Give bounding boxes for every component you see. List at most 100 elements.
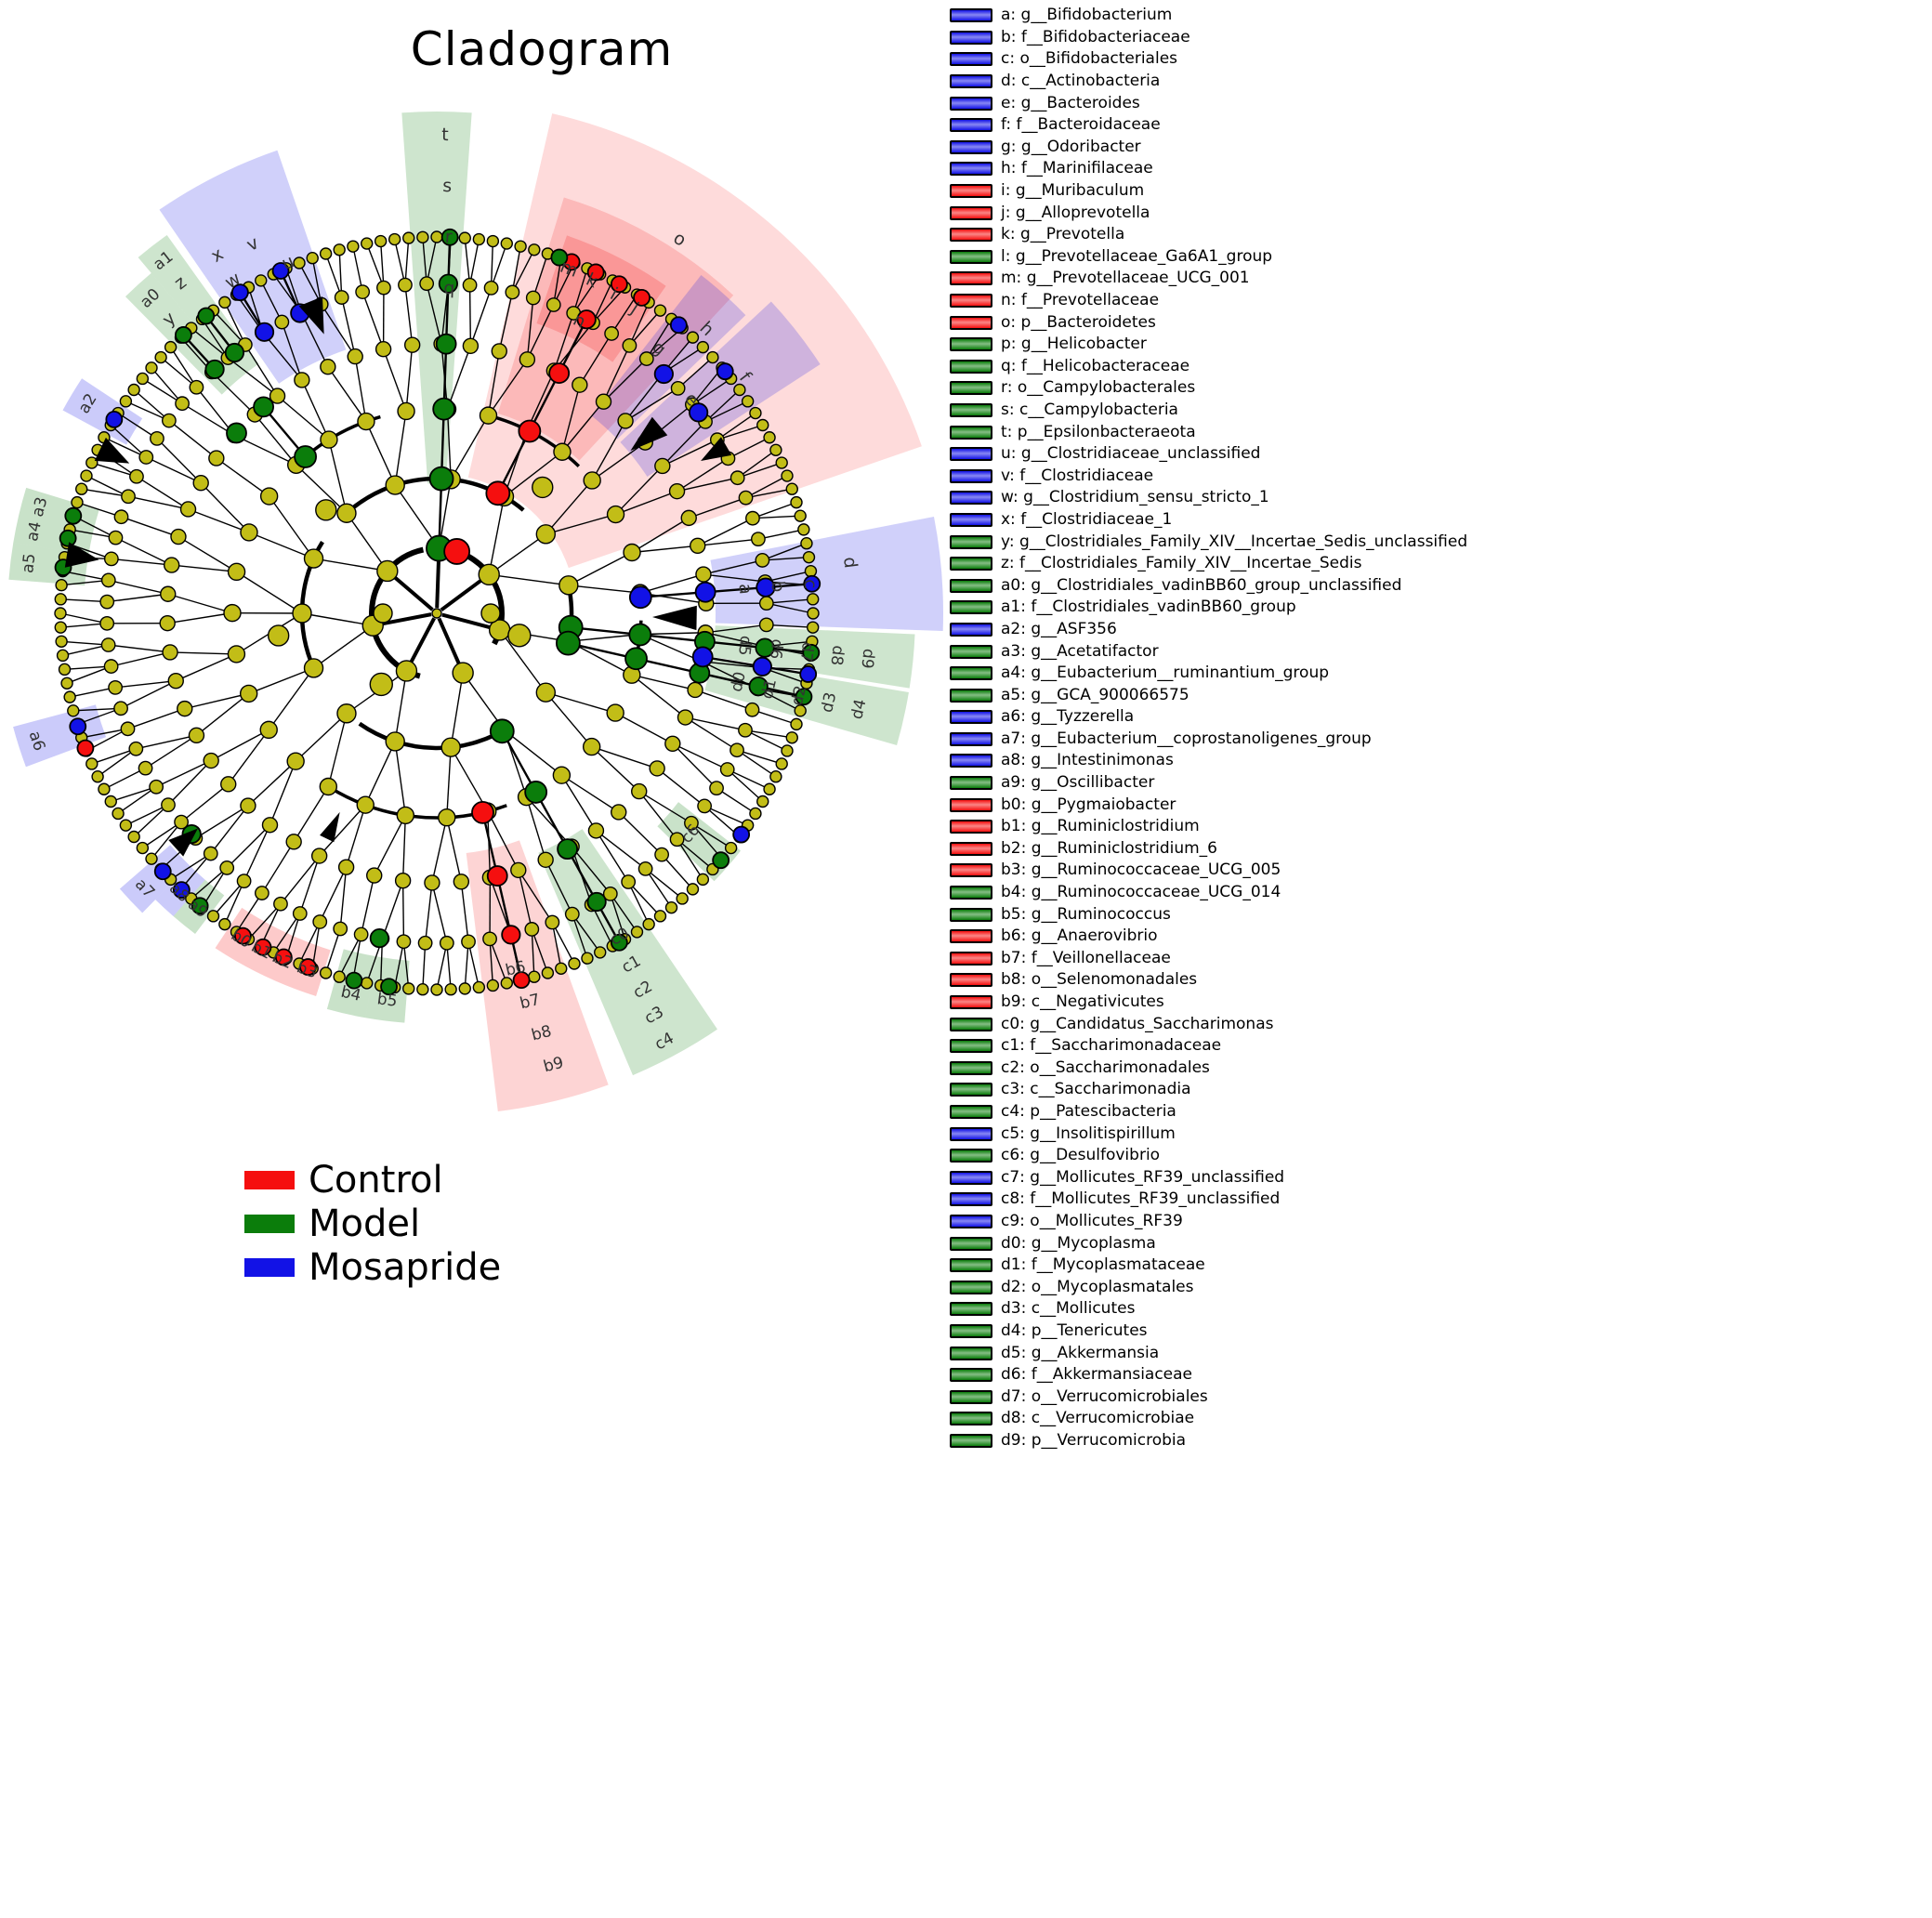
taxa-legend-label: u: g__Clostridiaceae_unclassified	[1001, 444, 1261, 464]
taxa-legend-item: b5: g__Ruminococcus	[950, 903, 1467, 926]
taxa-legend-label: a3: g__Acetatifactor	[1001, 641, 1159, 661]
taxa-legend-label: c9: o__Mollicutes_RF39	[1001, 1211, 1183, 1230]
taxa-color-swatch	[950, 1236, 992, 1251]
taxa-legend-item: c8: f__Mollicutes_RF39_unclassified	[950, 1189, 1467, 1211]
taxa-legend-item: t: p__Epsilonbacteraeota	[950, 421, 1467, 443]
taxa-color-swatch	[950, 359, 992, 374]
taxa-legend-item: a9: g__Oscillibacter	[950, 772, 1467, 795]
group-legend-label: Model	[309, 1202, 421, 1245]
taxa-color-swatch	[950, 1214, 992, 1228]
taxa-color-swatch	[950, 731, 992, 746]
taxa-legend-item: a0: g__Clostridiales_vadinBB60_group_unc…	[950, 574, 1467, 597]
taxa-legend-label: d1: f__Mycoplasmataceae	[1001, 1255, 1205, 1275]
taxon-ring-label: d5	[734, 635, 755, 657]
taxa-legend-item: d2: o__Mycoplasmatales	[950, 1276, 1467, 1298]
taxa-color-swatch	[950, 74, 992, 89]
taxa-legend-item: c5: g__Insolitispirillum	[950, 1123, 1467, 1145]
taxa-legend-item: u: g__Clostridiaceae_unclassified	[950, 443, 1467, 466]
taxa-legend-item: b9: c__Negativicutes	[950, 992, 1467, 1014]
taxa-legend-label: a1: f__Clostridiales_vadinBB60_group	[1001, 598, 1296, 617]
taxa-legend-item: c3: c__Saccharimonadia	[950, 1079, 1467, 1101]
taxa-legend-item: z: f__Clostridiales_Family_XIV__Incertae…	[950, 553, 1467, 575]
taxa-legend-label: d3: c__Mollicutes	[1001, 1299, 1136, 1319]
taxon-ring-label: b5	[376, 990, 399, 1011]
taxa-legend-label: c3: c__Saccharimonadia	[1001, 1080, 1191, 1099]
taxa-legend-item: j: g__Alloprevotella	[950, 202, 1467, 224]
taxa-legend-label: m: g__Prevotellaceae_UCG_001	[1001, 269, 1250, 288]
taxa-color-swatch	[950, 820, 992, 834]
taxa-legend-item: a5: g__GCA_900066575	[950, 684, 1467, 706]
taxa-legend-label: b6: g__Anaerovibrio	[1001, 926, 1158, 946]
taxa-legend-label: b: f__Bifidobacteriaceae	[1001, 27, 1190, 46]
taxa-legend-label: c0: g__Candidatus_Saccharimonas	[1001, 1014, 1274, 1033]
taxon-ring-label: d1	[758, 677, 781, 702]
taxa-legend-label: r: o__Campylobacterales	[1001, 378, 1196, 398]
taxa-color-swatch	[950, 118, 992, 133]
taxa-legend-label: e: g__Bacteroides	[1001, 93, 1140, 112]
taxa-legend-item: d3: c__Mollicutes	[950, 1298, 1467, 1320]
taxa-legend-label: d0: g__Mycoplasma	[1001, 1233, 1156, 1253]
group-legend-label: Control	[309, 1158, 443, 1202]
taxa-color-swatch	[950, 1104, 992, 1119]
taxa-legend-item: i: g__Muribaculum	[950, 180, 1467, 203]
taxon-ring-label: s	[442, 176, 452, 196]
taxa-color-swatch	[950, 1192, 992, 1207]
taxa-legend-item: d1: f__Mycoplasmataceae	[950, 1255, 1467, 1277]
taxa-legend-item: y: g__Clostridiales_Family_XIV__Incertae…	[950, 531, 1467, 553]
taxa-legend-label: d: c__Actinobacteria	[1001, 72, 1161, 91]
taxa-legend-label: c2: o__Saccharimonadales	[1001, 1058, 1210, 1077]
taxa-legend-label: b0: g__Pygmaiobacter	[1001, 795, 1176, 814]
taxa-legend-item: b: f__Bifidobacteriaceae	[950, 27, 1467, 49]
taxa-color-swatch	[950, 139, 992, 154]
taxa-legend-label: d5: g__Akkermansia	[1001, 1343, 1160, 1362]
taxa-legend-item: a1: f__Clostridiales_vadinBB60_group	[950, 597, 1467, 619]
taxa-legend-item: c9: o__Mollicutes_RF39	[950, 1211, 1467, 1233]
taxa-legend-label: y: g__Clostridiales_Family_XIV__Incertae…	[1001, 532, 1468, 551]
taxa-color-swatch	[950, 557, 992, 571]
taxa-color-swatch	[950, 271, 992, 286]
taxa-color-swatch	[950, 228, 992, 243]
taxa-color-swatch	[950, 402, 992, 417]
taxa-legend-item: b8: o__Selenomonadales	[950, 969, 1467, 992]
taxa-color-swatch	[950, 96, 992, 111]
taxa-legend-label: a6: g__Tyzzerella	[1001, 707, 1135, 727]
taxa-legend-item: d7: o__Verrucomicrobiales	[950, 1386, 1467, 1408]
taxa-legend-label: a2: g__ASF356	[1001, 619, 1117, 638]
taxa-legend-item: b4: g__Ruminococcaceae_UCG_014	[950, 882, 1467, 904]
taxa-color-swatch	[950, 1060, 992, 1075]
taxa-legend-item: a: g__Bifidobacterium	[950, 5, 1467, 27]
figure-title: Cladogram	[410, 22, 674, 76]
taxa-color-swatch	[950, 8, 992, 23]
taxa-color-swatch	[950, 666, 992, 681]
taxa-color-swatch	[950, 468, 992, 483]
collapsed-triangles-layer	[64, 296, 732, 857]
taxa-legend-label: b5: g__Ruminococcus	[1001, 904, 1171, 924]
taxa-legend-label: a4: g__Eubacterium__ruminantium_group	[1001, 663, 1330, 683]
taxa-legend-label: a0: g__Clostridiales_vadinBB60_group_unc…	[1001, 575, 1402, 595]
taxa-legend-label: c1: f__Saccharimonadaceae	[1001, 1036, 1222, 1056]
taxa-legend-label: b2: g__Ruminiclostridium_6	[1001, 838, 1218, 858]
taxa-legend-label: d6: f__Akkermansiaceae	[1001, 1365, 1193, 1385]
taxa-color-swatch	[950, 578, 992, 593]
taxa-legend-label: d7: o__Verrucomicrobiales	[1001, 1386, 1208, 1406]
taxa-legend-label: b4: g__Ruminococcaceae_UCG_014	[1001, 883, 1281, 902]
taxa-legend-label: o: p__Bacteroidetes	[1001, 312, 1156, 332]
taxa-color-swatch	[950, 886, 992, 900]
taxa-legend-item: l: g__Prevotellaceae_Ga6A1_group	[950, 246, 1467, 269]
taxon-ring-label: d6	[766, 638, 786, 661]
taxa-color-swatch	[950, 1170, 992, 1185]
taxa-legend-label: p: g__Helicobacter	[1001, 335, 1147, 354]
group-color-swatch	[244, 1214, 295, 1233]
taxa-color-swatch	[950, 1083, 992, 1097]
group-legend-item: Mosapride	[244, 1245, 501, 1289]
taxa-legend-item: a3: g__Acetatifactor	[950, 640, 1467, 663]
taxon-ring-label: b	[767, 580, 788, 593]
taxa-legend-label: v: f__Clostridiaceae	[1001, 466, 1154, 485]
taxa-legend-item: o: p__Bacteroidetes	[950, 311, 1467, 334]
taxa-legend-item: d6: f__Akkermansiaceae	[950, 1364, 1467, 1386]
highlight-nodes-layer	[54, 228, 821, 996]
taxa-legend-item: d9: p__Verrucomicrobia	[950, 1430, 1467, 1452]
taxa-legend-item: b0: g__Pygmaiobacter	[950, 794, 1467, 816]
taxa-color-swatch	[950, 973, 992, 988]
